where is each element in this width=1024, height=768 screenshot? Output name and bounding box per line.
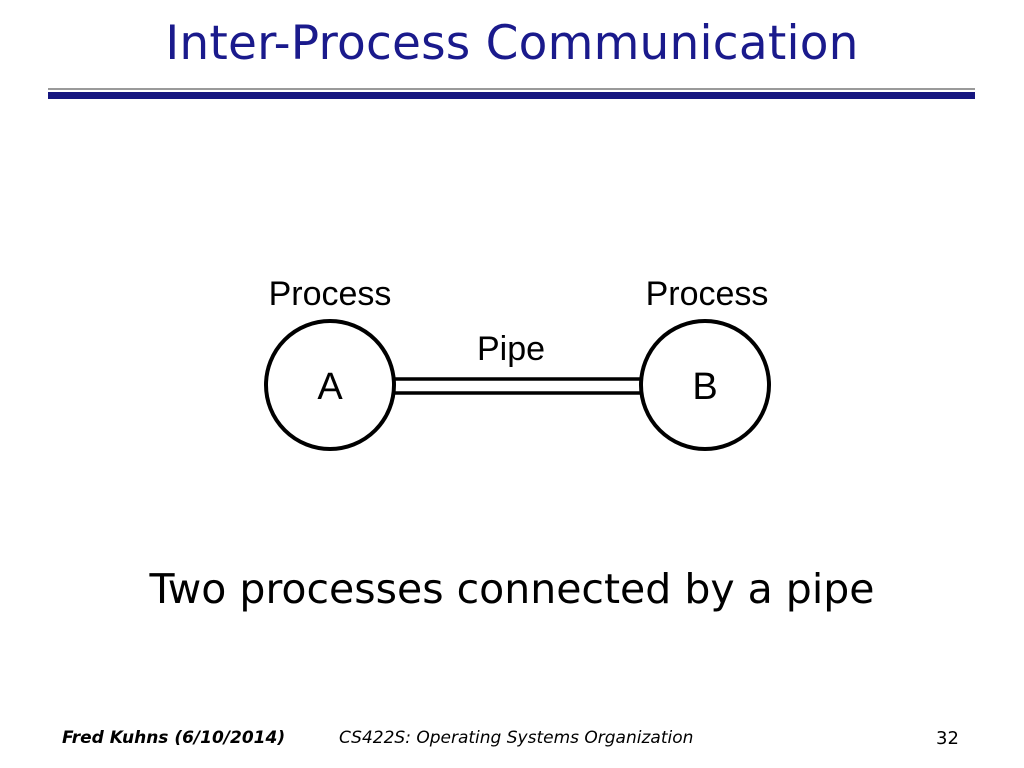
process-node-a-label: A bbox=[317, 366, 343, 408]
diagram-svg: Process Process Pipe A B bbox=[264, 275, 771, 451]
title-rule-thick bbox=[48, 92, 975, 99]
footer-page-number: 32 bbox=[936, 728, 959, 749]
title-rule-thin bbox=[48, 88, 975, 90]
node-caption-a: Process bbox=[269, 275, 392, 313]
page-title: Inter-Process Communication bbox=[165, 16, 859, 71]
node-caption-b: Process bbox=[646, 275, 769, 313]
slide-caption: Two processes connected by a pipe bbox=[149, 565, 875, 613]
footer-author: Fred Kuhns (6/10/2014) bbox=[62, 728, 286, 748]
ipc-pipe-diagram: Process Process Pipe A B bbox=[0, 250, 1024, 480]
footer-course-title: CS422S: Operating Systems Organization bbox=[339, 728, 694, 748]
process-node-b-label: B bbox=[692, 366, 717, 408]
link-label-pipe: Pipe bbox=[477, 330, 545, 368]
process-node-b bbox=[639, 319, 771, 451]
process-node-a bbox=[264, 319, 396, 451]
slide-footer: Fred Kuhns (6/10/2014) CS422S: Operating… bbox=[0, 728, 1024, 758]
